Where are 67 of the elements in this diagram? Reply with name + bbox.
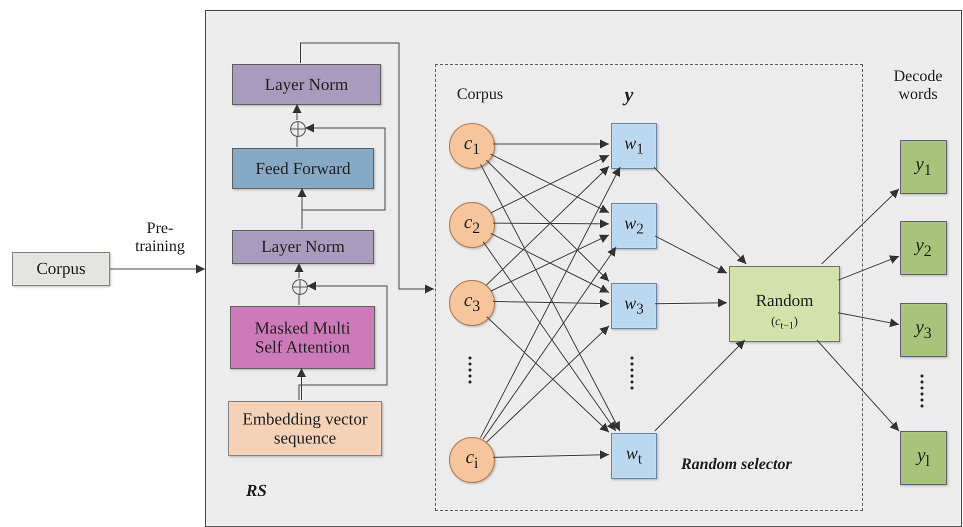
- word-box: [611, 203, 657, 249]
- selector-box: [729, 266, 840, 342]
- layer-label: Embedding vector sequence: [241, 408, 369, 448]
- layer-label: Feed Forward: [254, 158, 352, 178]
- layer-label: Corpus: [35, 259, 87, 279]
- arrow: [654, 298, 728, 308]
- layer-box: [232, 64, 381, 105]
- output-box: [900, 431, 947, 485]
- model-panel: [205, 10, 962, 527]
- arrow: [492, 140, 610, 148]
- arrow: [654, 235, 728, 274]
- symbol-label: w$_{3}$: [623, 293, 645, 319]
- corpus-circle: [449, 123, 495, 169]
- symbol-label: c$_{1}$: [462, 133, 482, 159]
- arrow: [302, 124, 386, 230]
- selector-title: Random selector: [681, 456, 792, 474]
- arrow: [492, 219, 610, 228]
- symbol-label: c$_{3}$: [462, 290, 482, 316]
- symbol-label: y$_{l}$: [914, 445, 931, 471]
- symbol-label: y$_{1}$: [912, 154, 933, 180]
- arrow: [654, 340, 746, 432]
- selector-label: Random: [754, 291, 814, 311]
- arrow: [653, 166, 747, 264]
- corpus-circle: [449, 202, 495, 248]
- symbol-label: y$_{2}$: [912, 235, 933, 261]
- symbol-label: c$_{2}$: [462, 212, 482, 238]
- arrow: [821, 188, 900, 264]
- layer-box: [230, 306, 375, 369]
- symbol-label: y$_{3}$: [912, 317, 933, 343]
- layer-box: [228, 401, 382, 456]
- layer-box: [232, 230, 374, 264]
- layer-label: Layer Norm: [264, 74, 350, 94]
- symbol-label: w$_{t}$: [624, 443, 644, 469]
- model-name: RS: [246, 481, 267, 501]
- arrow: [816, 340, 900, 432]
- arrow: [492, 450, 610, 460]
- layer-box: [232, 148, 374, 189]
- arrow: [492, 298, 610, 308]
- symbol-label: c$_{i}$: [464, 447, 480, 473]
- word-box: [611, 433, 657, 479]
- selector-formula: (c$_{t−1}$): [770, 315, 799, 332]
- selector-frame: [435, 64, 863, 511]
- arrow: [110, 264, 206, 274]
- corpus-circle: [449, 280, 495, 326]
- layer-label: Layer Norm: [260, 237, 346, 257]
- symbol-label: w$_{1}$: [623, 133, 645, 159]
- arrow: [298, 282, 388, 400]
- layer-label: Masked Multi Self Attention: [254, 318, 352, 358]
- word-box: [611, 283, 657, 329]
- output-box: [900, 140, 947, 194]
- arrow: [838, 255, 900, 281]
- column-heading: Decode words: [892, 68, 944, 105]
- arrow: [838, 312, 900, 328]
- corpus-circle: [449, 437, 495, 483]
- arrow: [292, 104, 302, 120]
- section-heading: Corpus: [456, 86, 504, 104]
- arrow: [294, 262, 304, 278]
- output-box: [900, 221, 947, 275]
- word-box: [611, 123, 657, 169]
- input-box: [12, 252, 110, 286]
- symbol-heading: y: [622, 84, 634, 107]
- add-circle: [292, 279, 308, 295]
- arrow: [297, 368, 306, 400]
- output-box: [900, 303, 947, 357]
- symbol-label: w$_{2}$: [623, 213, 645, 239]
- add-circle: [290, 121, 306, 137]
- arrow: [300, 42, 434, 294]
